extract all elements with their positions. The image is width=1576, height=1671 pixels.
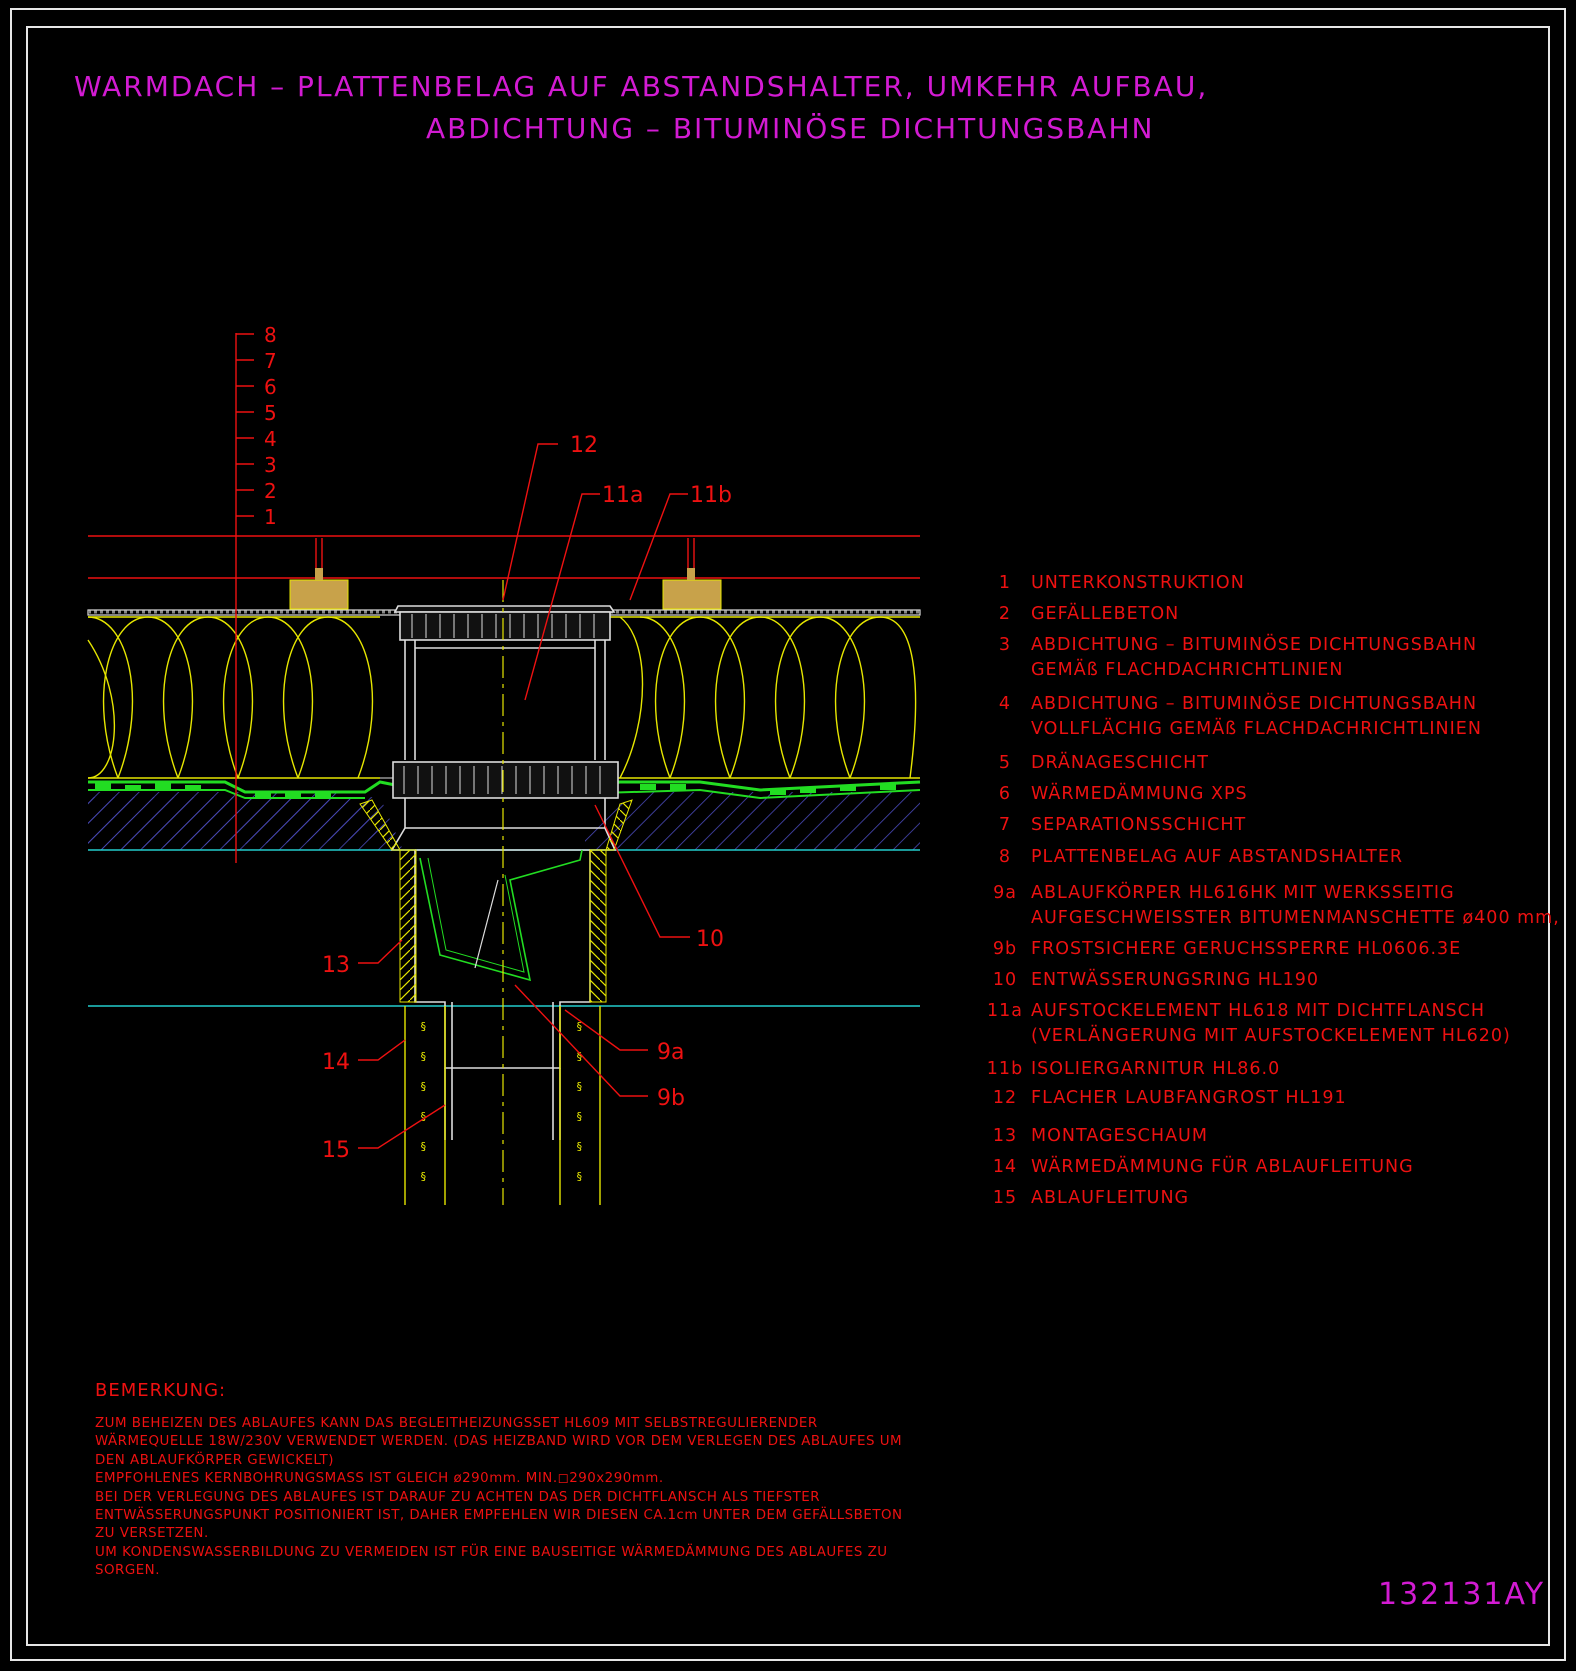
svg-text:§: § xyxy=(420,1080,427,1093)
spacers xyxy=(289,538,722,610)
legend-number: 14 xyxy=(992,1157,1018,1177)
legend-number: 10 xyxy=(992,970,1018,990)
layer-label-7: 7 xyxy=(264,349,277,373)
legend-number: 11a xyxy=(987,1001,1023,1021)
legend-number: 3 xyxy=(998,635,1012,655)
svg-text:§: § xyxy=(420,1140,427,1153)
part-callout-leaders xyxy=(358,443,690,1149)
legend-number: 8 xyxy=(998,847,1012,867)
callout-11a: 11a xyxy=(602,483,643,508)
layer-label-8: 8 xyxy=(264,323,277,347)
layer-label-2: 2 xyxy=(264,479,277,503)
callout-9b: 9b xyxy=(657,1086,685,1111)
inner-frame xyxy=(26,26,1550,1646)
notes-body: ZUM BEHEIZEN DES ABLAUFES KANN DAS BEGLE… xyxy=(95,1415,915,1581)
legend-text: FLACHER LAUBFANGROST HL191 xyxy=(1031,1088,1347,1108)
mounting-foam xyxy=(359,799,633,1003)
callout-12: 12 xyxy=(570,433,598,458)
outer-frame xyxy=(10,8,1566,1661)
svg-text:§: § xyxy=(420,1170,427,1183)
legend-text: WÄRMEDÄMMUNG XPS xyxy=(1031,784,1248,804)
legend-number: 2 xyxy=(998,604,1012,624)
legend-text: GEFÄLLEBETON xyxy=(1031,604,1180,624)
legend-text: VOLLFLÄCHIG GEMÄß FLACHDACHRICHTLINIEN xyxy=(1031,719,1482,739)
legend-text: FROSTSICHERE GERUCHSSPERRE HL0606.3E xyxy=(1031,939,1462,959)
notes-line: DEN ABLAUFKÖRPER GEWICKELT) xyxy=(95,1452,334,1468)
callout-13: 13 xyxy=(322,953,350,978)
legend-number: 15 xyxy=(992,1188,1018,1208)
paving-slab xyxy=(88,535,920,579)
title-line-2: ABDICHTUNG – BITUMINÖSE DICHTUNGSBAHN xyxy=(426,112,1155,145)
pipe-insulation: § § § § § § § § § § § § xyxy=(404,1006,601,1205)
callout-9a: 9a xyxy=(657,1040,684,1065)
legend-number: 9a xyxy=(993,883,1017,903)
notes-line: SORGEN. xyxy=(95,1563,160,1579)
drawing-code: 132131AY xyxy=(1378,1577,1546,1612)
legend-text: WÄRMEDÄMMUNG FÜR ABLAUFLEITUNG xyxy=(1031,1157,1414,1177)
notes-heading: BEMERKUNG: xyxy=(95,1380,227,1401)
svg-text:§: § xyxy=(420,1050,427,1063)
legend-text: ISOLIERGARNITUR HL86.0 xyxy=(1031,1059,1281,1079)
notes-line: EMPFOHLENES KERNBOHRUNGSMASS IST GLEICH … xyxy=(95,1471,664,1487)
svg-text:§: § xyxy=(576,1140,583,1153)
legend-text: AUFSTOCKELEMENT HL618 MIT DICHTFLANSCH xyxy=(1031,1001,1486,1021)
legend-text: ABLAUFLEITUNG xyxy=(1031,1188,1190,1208)
layer-callout-ladder xyxy=(235,333,254,863)
callout-15: 15 xyxy=(322,1138,350,1163)
svg-text:§: § xyxy=(576,1050,583,1063)
svg-text:§: § xyxy=(576,1110,583,1123)
drain-body xyxy=(390,605,619,1140)
legend-number: 4 xyxy=(998,694,1012,714)
notes-line: ENTWÄSSERUNGSPUNKT POSITIONIERT IST, DAH… xyxy=(95,1508,903,1524)
svg-text:§: § xyxy=(420,1110,427,1123)
legend-text: (VERLÄNGERUNG MIT AUFSTOCKELEMENT HL620) xyxy=(1031,1026,1511,1046)
notes-line: BEI DER VERLEGUNG DES ABLAUFES IST DARAU… xyxy=(95,1489,821,1505)
svg-text:§: § xyxy=(420,1020,427,1033)
callout-10: 10 xyxy=(696,927,724,952)
legend-text: DRÄNAGESCHICHT xyxy=(1031,753,1209,773)
layer-label-4: 4 xyxy=(264,427,277,451)
legend-number: 13 xyxy=(992,1126,1018,1146)
notes: BEMERKUNG: ZUM BEHEIZEN DES ABLAUFES KAN… xyxy=(95,1380,915,1581)
layer-label-3: 3 xyxy=(264,453,277,477)
notes-line: UM KONDENSWASSERBILDUNG ZU VERMEIDEN IST… xyxy=(95,1544,888,1560)
callout-14: 14 xyxy=(322,1050,350,1075)
legend-text: ABDICHTUNG – BITUMINÖSE DICHTUNGSBAHN xyxy=(1031,635,1478,655)
legend-number: 12 xyxy=(992,1088,1018,1108)
notes-line: ZU VERSETZEN. xyxy=(95,1526,209,1542)
title-line-1: WARMDACH – PLATTENBELAG AUF ABSTANDSHALT… xyxy=(74,70,1209,103)
legend-number: 1 xyxy=(998,573,1012,593)
legend-text: ABDICHTUNG – BITUMINÖSE DICHTUNGSBAHN xyxy=(1031,694,1478,714)
callout-11b: 11b xyxy=(690,483,732,508)
layer-label-1: 1 xyxy=(264,505,277,529)
legend-text: ABLAUFKÖRPER HL616HK MIT WERKSSEITIG xyxy=(1031,883,1455,903)
legend-number: 9b xyxy=(992,939,1018,959)
concrete-layer xyxy=(88,792,920,1007)
legend-text: UNTERKONSTRUKTION xyxy=(1031,573,1245,593)
insulation-xps xyxy=(87,616,920,779)
legend-number: 11b xyxy=(986,1059,1024,1079)
layer-label-6: 6 xyxy=(264,375,277,399)
svg-text:§: § xyxy=(576,1170,583,1183)
legend-number: 5 xyxy=(998,753,1012,773)
legend-number: 6 xyxy=(998,784,1012,804)
legend-text: MONTAGESCHAUM xyxy=(1031,1126,1208,1146)
svg-text:§: § xyxy=(576,1080,583,1093)
notes-line: WÄRMEQUELLE 18W/230V VERWENDET WERDEN. (… xyxy=(95,1434,903,1450)
legend-text: PLATTENBELAG AUF ABSTANDSHALTER xyxy=(1031,847,1404,867)
legend-number: 7 xyxy=(998,815,1012,835)
legend-text: ENTWÄSSERUNGSRING HL190 xyxy=(1031,970,1320,990)
svg-text:§: § xyxy=(576,1020,583,1033)
legend-text: SEPARATIONSSCHICHT xyxy=(1031,815,1247,835)
legend-text: AUFGESCHWEISSTER BITUMENMANSCHETTE ø400 … xyxy=(1031,908,1560,928)
legend-text: GEMÄß FLACHDACHRICHTLINIEN xyxy=(1031,660,1344,680)
layer-label-5: 5 xyxy=(264,401,277,425)
notes-line: ZUM BEHEIZEN DES ABLAUFES KANN DAS BEGLE… xyxy=(95,1416,818,1431)
